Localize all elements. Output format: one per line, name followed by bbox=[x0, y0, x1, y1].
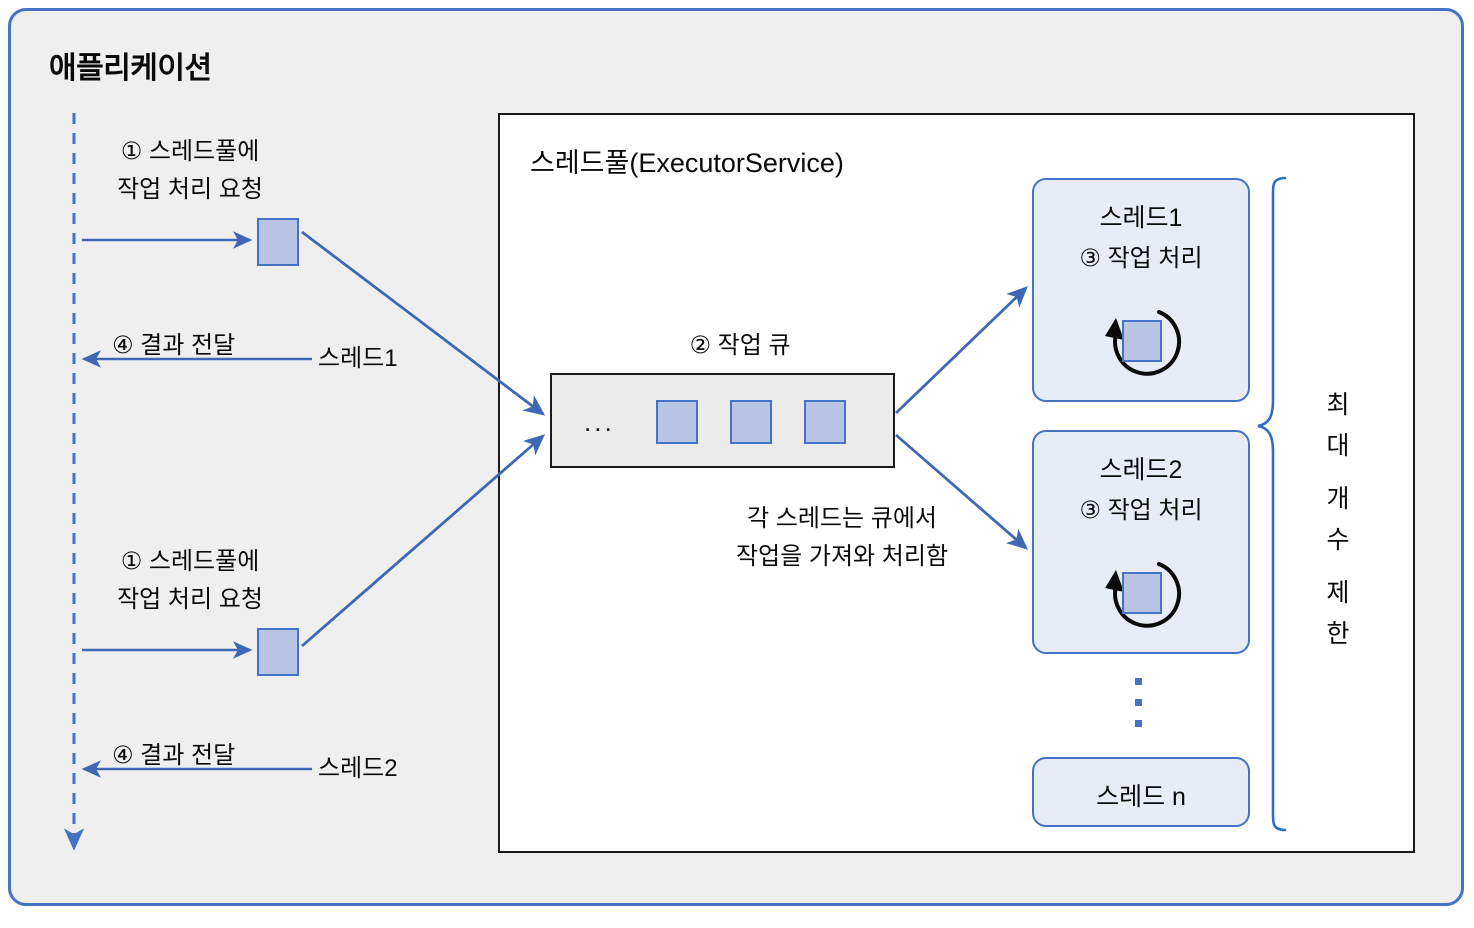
caller-1-request-line-1: ① 스레드풀에 bbox=[120, 138, 260, 165]
thread-pool-box: 스레드풀(ExecutorService) bbox=[498, 113, 1415, 853]
circular-arrow-icon bbox=[1105, 562, 1182, 628]
thread-n-name: 스레드 n bbox=[1096, 783, 1186, 811]
queue-caption-line-1: 각 스레드는 큐에서 bbox=[747, 505, 937, 532]
caller-1-response-label: ④ 결과 전달 bbox=[112, 332, 236, 359]
thread-2-step: ③ 작업 처리 bbox=[1079, 497, 1203, 524]
limit-char-2: 대 bbox=[1326, 432, 1350, 460]
queue-caption-line-2: 작업을 가져와 처리함 bbox=[735, 543, 949, 570]
caller-1-request-line-2: 작업 처리 요청 bbox=[117, 176, 263, 203]
circular-arrow-icon bbox=[1105, 310, 1182, 376]
thread-box-2: 스레드2 ③ 작업 처리 bbox=[1032, 430, 1250, 654]
limit-char-5: 제 bbox=[1326, 579, 1350, 607]
caller-2-response-label: ④ 결과 전달 bbox=[112, 742, 236, 769]
thread-box-1: 스레드1 ③ 작업 처리 bbox=[1032, 178, 1250, 402]
task-queue-box: ... bbox=[550, 373, 895, 468]
limit-char-3: 개 bbox=[1326, 485, 1350, 513]
thread-pool-title: 스레드풀(ExecutorService) bbox=[530, 148, 844, 178]
ellipsis-dot bbox=[1135, 699, 1142, 706]
caller-1-request-label: ① 스레드풀에 작업 처리 요청 bbox=[90, 133, 290, 209]
ellipsis-dot bbox=[1135, 678, 1142, 685]
caller-2-request-line-1: ① 스레드풀에 bbox=[120, 548, 260, 575]
queue-ellipsis: ... bbox=[584, 407, 615, 437]
caller-1-task-square bbox=[257, 218, 299, 266]
thread-2-running-task bbox=[1122, 572, 1162, 614]
ellipsis-dot bbox=[1135, 720, 1142, 727]
application-title: 애플리케이션 bbox=[49, 52, 212, 85]
caller-2-task-square bbox=[257, 628, 299, 676]
thread-list-ellipsis bbox=[1135, 678, 1147, 741]
queued-task-1 bbox=[656, 400, 698, 444]
caller-2-request-label: ① 스레드풀에 작업 처리 요청 bbox=[90, 543, 290, 619]
limit-char-4: 수 bbox=[1326, 526, 1350, 554]
caller-2-request-line-2: 작업 처리 요청 bbox=[117, 586, 263, 613]
thread-1-step: ③ 작업 처리 bbox=[1079, 245, 1203, 272]
thread-box-n: 스레드 n bbox=[1032, 757, 1250, 827]
limit-char-1: 최 bbox=[1326, 391, 1350, 419]
queued-task-3 bbox=[804, 400, 846, 444]
thread-1-spinner bbox=[1086, 290, 1196, 395]
thread-2-spinner bbox=[1086, 542, 1196, 647]
queued-task-2 bbox=[730, 400, 772, 444]
caller-1-thread-label: 스레드1 bbox=[318, 345, 398, 372]
thread-2-name: 스레드2 bbox=[1099, 456, 1183, 484]
queue-caption: 각 스레드는 큐에서 작업을 가져와 처리함 bbox=[672, 500, 1012, 576]
limit-gap bbox=[1318, 467, 1358, 479]
thread-1-running-task bbox=[1122, 320, 1162, 362]
limit-gap bbox=[1318, 561, 1358, 573]
task-queue-label: ② 작업 큐 bbox=[689, 332, 791, 359]
caller-2-thread-label: 스레드2 bbox=[318, 755, 398, 782]
max-thread-limit-label: 최 대 개 수 제 한 bbox=[1318, 385, 1358, 655]
thread-1-name: 스레드1 bbox=[1099, 204, 1183, 232]
limit-char-6: 한 bbox=[1326, 620, 1350, 648]
